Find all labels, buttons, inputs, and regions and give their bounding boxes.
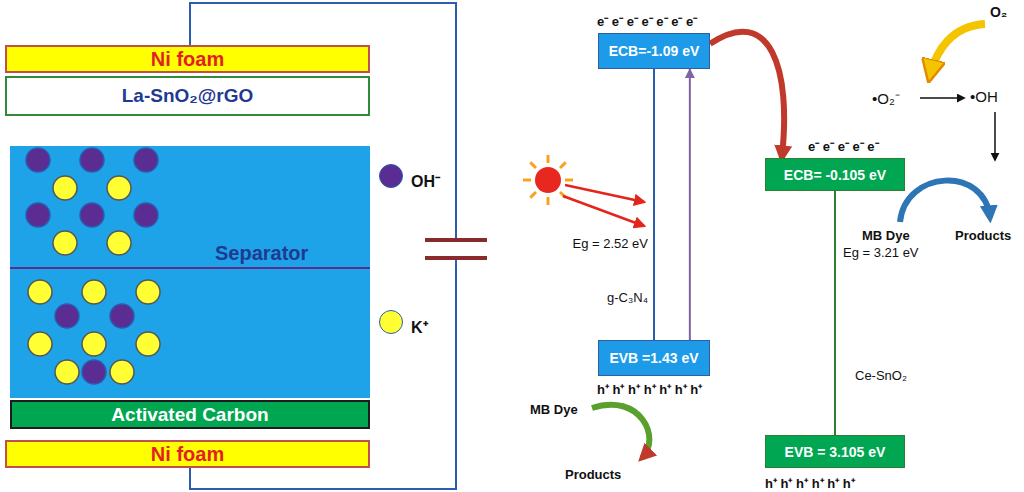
legend-item: OH⁻	[379, 160, 440, 192]
excitation-arrow	[689, 69, 691, 340]
light-arrow	[565, 185, 644, 202]
electron-row: e⁻ e⁻ e⁻ e⁻ e⁻ e⁻ e⁻	[597, 12, 697, 30]
hydroxide-ion	[55, 304, 79, 328]
potassium-ion	[53, 231, 77, 255]
legend-swatch	[379, 164, 403, 188]
potassium-ion	[107, 231, 131, 255]
hydroxide-ion	[134, 148, 158, 172]
hydroxide-ion	[80, 148, 104, 172]
reaction-arrow	[994, 112, 996, 160]
hydroxide-ion	[80, 203, 104, 227]
sun-ray	[560, 162, 566, 168]
potassium-ion	[28, 332, 52, 356]
product-label: Products	[565, 467, 621, 482]
hydroxide-ion	[82, 360, 106, 384]
capacitor-plate	[425, 238, 487, 242]
sun-ray	[530, 162, 536, 168]
band-gap-label: Eg = 3.21 eV	[843, 245, 919, 260]
separator-label: Separator	[215, 242, 308, 265]
sun-ray	[547, 155, 550, 163]
dye-label: MB Dye	[862, 228, 910, 243]
hydroxide-ion	[26, 203, 50, 227]
band-edge-box: EVB =1.43 eV	[598, 340, 710, 376]
electron-row: e⁻ e⁻ e⁻ e⁻ e⁻	[808, 137, 879, 155]
degradation-arrow	[900, 181, 990, 222]
ion-illustration	[10, 146, 370, 398]
potassium-ion	[107, 176, 131, 200]
electrode-layer: Ni foam	[5, 45, 370, 73]
legend-label: K⁺	[411, 316, 428, 338]
hydroxide-ion	[110, 304, 134, 328]
potassium-ion	[82, 332, 106, 356]
degradation-arrow	[592, 405, 649, 458]
potassium-ion	[110, 360, 134, 384]
band-gap-line	[653, 69, 655, 340]
hydroxide-ion	[134, 203, 158, 227]
node-label: EVB =1.43 eV	[609, 350, 698, 366]
node-label: Ni foam	[151, 443, 224, 466]
electron-transfer-arrow	[710, 32, 784, 158]
species-label: •OH	[970, 88, 998, 105]
dye-label: MB Dye	[530, 402, 578, 417]
node-label: La-SnO₂@rGO	[122, 85, 253, 107]
separator-line	[10, 267, 370, 269]
sun-ray	[530, 192, 536, 198]
sun-disc	[535, 167, 561, 193]
species-label: •O₂⁻	[872, 88, 900, 108]
potassium-ion	[136, 280, 160, 304]
node-label: Ni foam	[151, 48, 224, 71]
sun-ray	[547, 197, 550, 205]
legend-swatch	[379, 310, 403, 334]
reaction-arrow	[920, 97, 964, 99]
band-edge-box: ECB=-1.09 eV	[598, 33, 710, 69]
material-label: g-C₃N₄	[607, 290, 648, 305]
potassium-ion	[28, 280, 52, 304]
legend-item: K⁺	[379, 306, 428, 338]
electrode-layer: Activated Carbon	[10, 400, 370, 429]
sun-ray	[565, 179, 573, 182]
hydroxide-ion	[26, 148, 50, 172]
band-edge-box: EVB = 3.105 eV	[765, 435, 905, 468]
node-label: ECB=-1.09 eV	[609, 43, 700, 59]
electrode-layer: La-SnO₂@rGO	[5, 76, 370, 116]
potassium-ion	[53, 176, 77, 200]
node-label: EVB = 3.105 eV	[785, 444, 886, 460]
node-label: Activated Carbon	[111, 404, 268, 426]
sun-ray	[523, 179, 531, 182]
light-arrow	[563, 196, 644, 226]
band-gap-label: Eg = 2.52 eV	[572, 236, 648, 251]
legend-label: OH⁻	[411, 170, 440, 192]
band-edge-box: ECB= -0.105 eV	[765, 158, 905, 191]
potassium-ion	[55, 360, 79, 384]
electrolyte-region: Separator	[10, 146, 370, 398]
material-label: Ce-SnO₂	[855, 368, 907, 383]
potassium-ion	[136, 332, 160, 356]
node-label: ECB= -0.105 eV	[784, 167, 886, 183]
capacitor-plate	[425, 256, 487, 260]
potassium-ion	[82, 280, 106, 304]
hole-row: h⁺ h⁺ h⁺ h⁺ h⁺ h⁺ h⁺	[597, 380, 702, 398]
hole-row: h⁺ h⁺ h⁺ h⁺ h⁺ h⁺	[765, 474, 855, 492]
species-label: O₂	[990, 4, 1007, 20]
band-gap-line	[834, 191, 836, 435]
electrode-layer: Ni foam	[5, 440, 370, 468]
product-label: Products	[955, 228, 1011, 243]
oxygen-arrow	[930, 24, 985, 76]
